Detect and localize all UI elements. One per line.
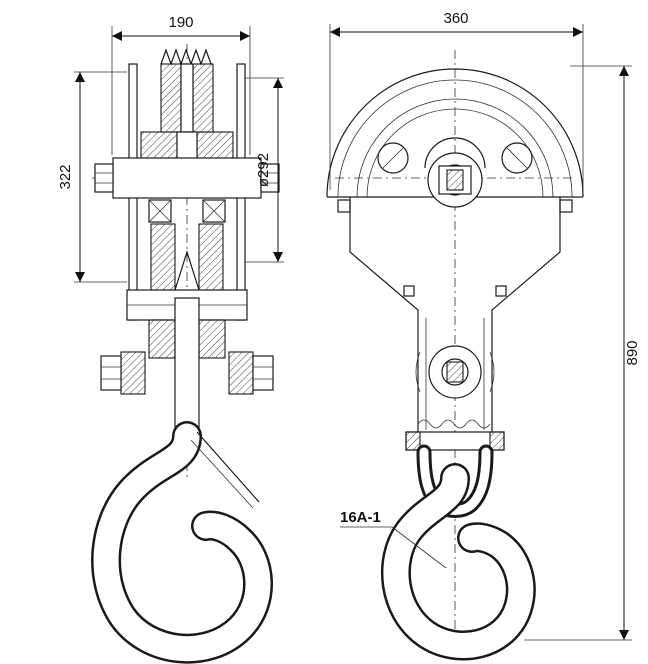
hook-bail [419, 447, 491, 515]
trunnion-boss-right [228, 351, 254, 395]
dimension-322: 322 [57, 71, 127, 283]
break-line [417, 419, 491, 429]
boss-inner [441, 358, 469, 386]
dimension-360: 360 [329, 10, 584, 190]
dimension-890: 890 [524, 65, 641, 641]
plate-edge-right [491, 197, 561, 432]
hub-cap-arc [424, 137, 486, 169]
sheave-section-right [192, 63, 214, 133]
trunnion-boss-left [120, 351, 146, 395]
guard-arc-outer [326, 68, 584, 198]
sprocket-teeth [160, 48, 212, 66]
axle-key [446, 169, 464, 191]
boss-break-right [489, 351, 495, 393]
hook-front-body [383, 465, 534, 658]
dim-322-text: 322 [57, 164, 74, 189]
boss-key [446, 361, 464, 383]
guard-arc-3 [356, 98, 554, 198]
dimension-292: ø292 [245, 77, 284, 263]
sheave-section-left [160, 63, 182, 133]
crosshead-nut-left [94, 163, 114, 193]
safety-latch-inner [190, 439, 254, 509]
plate-bolt-top-left [337, 199, 351, 213]
swivel-housing-right [198, 319, 226, 359]
hook-crosshead-end-left [405, 431, 421, 451]
dim-360-text: 360 [443, 10, 468, 27]
hook-crosshead-end-right [489, 431, 505, 451]
boss-break-left [415, 351, 421, 393]
dim-292-text: ø292 [255, 153, 272, 187]
crosshead [112, 157, 262, 199]
lower-sheave-groove [174, 250, 200, 291]
trunnion-nut-left [100, 355, 122, 391]
guard-hole-right [501, 142, 533, 174]
plate-bolt-top-right [559, 199, 573, 213]
plate-bolt-mid-right [495, 285, 507, 297]
hook-side-body [93, 423, 271, 662]
plate-bolt-mid-left [403, 285, 415, 297]
side-view-drawing: 190 322 ø292 [57, 14, 284, 664]
swivel-housing-left [148, 319, 176, 359]
sheave-groove [180, 63, 194, 133]
guard-hole-left [377, 142, 409, 174]
dimension-190: 190 [111, 14, 251, 155]
dim-890-text: 890 [624, 340, 641, 365]
front-view-drawing: 16A-1 360 890 [326, 10, 641, 661]
guard-arc-2 [337, 79, 573, 198]
plate-edge-left [349, 197, 419, 432]
hook-spec-text: 16A-1 [340, 509, 381, 526]
lower-sheave-left [150, 223, 176, 291]
hook-spec-leader [391, 526, 447, 569]
dim-190-text: 190 [168, 14, 193, 31]
hook-shank [174, 297, 200, 435]
hook-spec-callout: 16A-1 [340, 509, 447, 569]
safety-latch [196, 431, 260, 503]
trunnion-nut-right [252, 355, 274, 391]
guard-arc-4 [366, 108, 544, 198]
lower-sheave-right [198, 223, 224, 291]
